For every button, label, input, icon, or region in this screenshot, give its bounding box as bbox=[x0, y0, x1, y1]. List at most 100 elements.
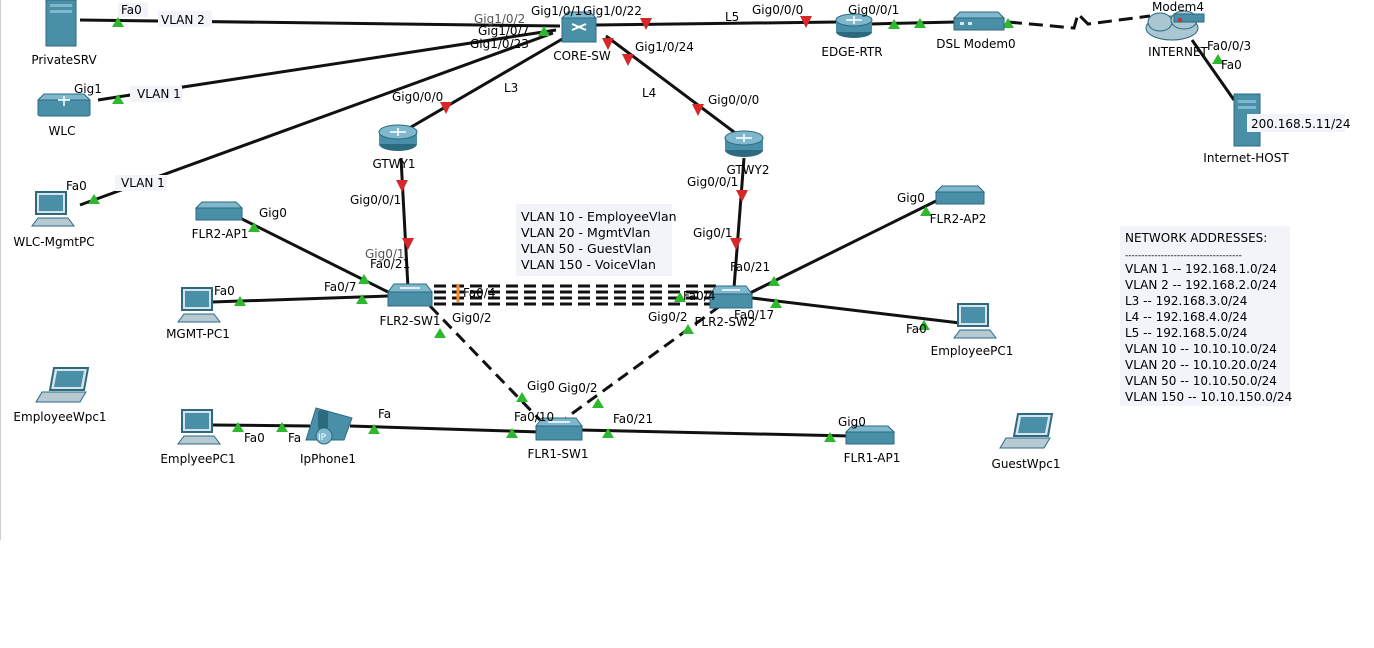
link-up-indicator bbox=[234, 296, 246, 306]
port-label: Fa0/21 bbox=[730, 260, 770, 274]
link-coresw-gtwy1[interactable] bbox=[405, 36, 565, 132]
modem-icon bbox=[1173, 13, 1205, 23]
core-sw-device[interactable] bbox=[560, 11, 598, 43]
link-up-indicator bbox=[368, 424, 380, 434]
link-gtwy1-flr2sw1[interactable] bbox=[399, 157, 410, 289]
device-label: FLR2-SW2 bbox=[694, 315, 755, 329]
vlan-legend-line: VLAN 20 - MgmtVlan bbox=[521, 225, 650, 240]
link-dslmodem-internet[interactable] bbox=[1007, 11, 1151, 30]
link-up-indicator bbox=[682, 324, 694, 334]
port-label: Gig0 bbox=[838, 415, 866, 429]
privatesrv-device[interactable] bbox=[45, 0, 77, 47]
device-labels: PrivateSRV WLC WLC-MgmtPC CORE-SW EDGE-R… bbox=[13, 0, 1289, 471]
vlan-legend-line: VLAN 150 - VoiceVlan bbox=[521, 257, 656, 272]
port-label: L5 bbox=[725, 10, 739, 24]
laptop-icon bbox=[999, 413, 1054, 449]
link-up-indicator bbox=[602, 428, 614, 438]
network-address-row: VLAN 50 -- 10.10.50.0/24 bbox=[1125, 374, 1277, 388]
link-up-indicator bbox=[920, 206, 932, 216]
port-label: Gig1/0/7 bbox=[478, 24, 529, 38]
link-flr2sw2-employeepc1[interactable] bbox=[751, 296, 961, 325]
label-backgrounds bbox=[115, 3, 1345, 191]
link-up-indicator bbox=[434, 328, 446, 338]
device-label: MGMT-PC1 bbox=[166, 327, 230, 341]
gtwy1-device[interactable] bbox=[378, 124, 418, 151]
network-addresses-separator: ------------------------------------ bbox=[1125, 251, 1242, 261]
gtwy2-device[interactable] bbox=[724, 130, 764, 157]
device-label: Internet-HOST bbox=[1203, 151, 1289, 165]
guestwpc1-device[interactable] bbox=[999, 413, 1054, 449]
network-addresses-note[interactable]: NETWORK ADDRESSES: ---------------------… bbox=[1120, 226, 1292, 406]
port-label: Fa0/4 bbox=[463, 286, 495, 300]
link-down-indicator bbox=[402, 238, 414, 250]
topology-workspace[interactable] bbox=[0, 0, 1374, 540]
ipphone1-device[interactable]: IP bbox=[305, 407, 353, 445]
etherchannel-flr2[interactable] bbox=[434, 284, 716, 306]
port-label: VLAN 1 bbox=[137, 87, 181, 101]
flr2-ap2-device[interactable] bbox=[934, 185, 986, 205]
link-emplyeepc1-ipphone[interactable] bbox=[212, 423, 311, 428]
port-label: Gig0 bbox=[897, 191, 925, 205]
emplyeepc1-device[interactable] bbox=[177, 409, 221, 445]
link-coresw-edgertr[interactable] bbox=[595, 20, 839, 27]
vlan-legend-note[interactable]: VLAN 10 - EmployeeVlan VLAN 20 - MgmtVla… bbox=[516, 204, 677, 276]
port-label: Gig0/0/0 bbox=[392, 90, 443, 104]
edge-rtr-device[interactable] bbox=[835, 13, 873, 38]
port-label: Gig1/0/2 bbox=[474, 12, 525, 26]
link-up-indicator bbox=[516, 392, 528, 402]
port-label: Fa0 bbox=[244, 431, 265, 445]
device-label: WLC bbox=[49, 124, 76, 138]
flr1-ap1-device[interactable] bbox=[844, 425, 896, 445]
link-ipphone-flr1sw1[interactable] bbox=[349, 424, 541, 434]
network-address-row: L5 -- 192.168.5.0/24 bbox=[1125, 326, 1247, 340]
link-down-indicator bbox=[800, 16, 812, 28]
link-up-indicator bbox=[358, 274, 370, 284]
employeepc1-right-device[interactable] bbox=[953, 303, 997, 339]
link-up-indicator bbox=[112, 94, 124, 104]
link-up-indicator bbox=[824, 432, 836, 442]
link-flr2sw2-flr1sw1[interactable] bbox=[565, 304, 721, 420]
mgmt-pc1-device[interactable] bbox=[177, 287, 221, 323]
dsl-modem0-device[interactable] bbox=[952, 11, 1006, 31]
port-label: Fa0 bbox=[66, 179, 87, 193]
flr1-sw1-device[interactable] bbox=[535, 417, 583, 441]
link-internet-host[interactable] bbox=[1190, 39, 1236, 101]
device-label: FLR2-AP1 bbox=[192, 227, 249, 241]
wlc-device[interactable] bbox=[36, 93, 92, 117]
multilayer-switch-icon bbox=[560, 11, 598, 43]
link-coresw-gtwy2[interactable] bbox=[605, 34, 739, 137]
port-label: Gig0/2 bbox=[648, 310, 688, 324]
port-label: Fa0/21 bbox=[613, 412, 653, 426]
link-up-indicator bbox=[506, 428, 518, 438]
device-label: DSL Modem0 bbox=[936, 37, 1015, 51]
switch-icon bbox=[535, 417, 583, 441]
network-address-row: L3 -- 192.168.3.0/24 bbox=[1125, 294, 1247, 308]
port-label: Gig1/0/23 bbox=[470, 37, 529, 51]
link-up-indicator bbox=[888, 19, 900, 29]
link-up-indicator bbox=[674, 292, 686, 302]
link-flr2sw1-flr1sw1[interactable] bbox=[428, 304, 542, 422]
link-edgertr-dslmodem[interactable] bbox=[869, 20, 957, 26]
port-label: Gig1 bbox=[74, 82, 102, 96]
ip-phone-icon: IP bbox=[305, 407, 353, 445]
link-down-indicator bbox=[622, 54, 634, 66]
wlc-mgmtpc-device[interactable] bbox=[31, 191, 75, 227]
link-flr2sw2-flr2ap2[interactable] bbox=[749, 198, 939, 295]
port-label: Fa0 bbox=[1221, 58, 1242, 72]
device-label: FLR2-AP2 bbox=[930, 212, 987, 226]
port-labels: Fa0 VLAN 2 Gig1/0/2 Gig1/0/1 Gig1/0/22 L… bbox=[66, 3, 1350, 445]
link-gtwy2-flr2sw2[interactable] bbox=[732, 157, 746, 289]
port-label: Gig1/0/1 bbox=[531, 4, 582, 18]
internet-device[interactable] bbox=[1145, 10, 1205, 41]
device-label: FLR1-SW1 bbox=[527, 447, 588, 461]
link-up-indicator bbox=[914, 18, 926, 28]
pc-icon bbox=[177, 287, 221, 323]
flr2-ap1-device[interactable] bbox=[194, 201, 244, 221]
port-label: Fa0/7 bbox=[324, 280, 356, 294]
employeewpc1-device[interactable] bbox=[35, 367, 90, 403]
flr2-sw1-device[interactable] bbox=[387, 283, 433, 307]
flr2-sw2-device[interactable] bbox=[709, 285, 753, 309]
link-flr1sw1-flr1ap1[interactable] bbox=[579, 428, 851, 438]
port-label: Fa bbox=[378, 407, 391, 421]
